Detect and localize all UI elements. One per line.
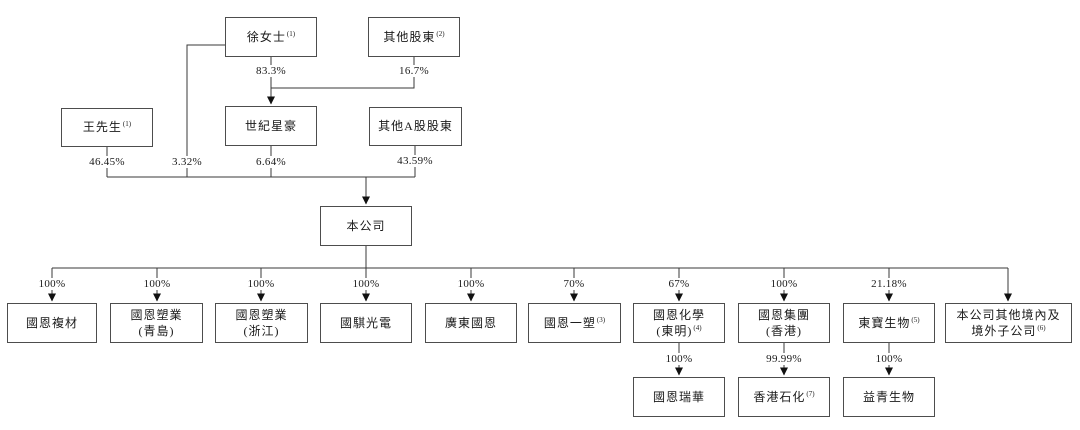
node-guangdong-guoen: 廣東國恩 — [425, 303, 517, 343]
node-hongkong-petrochemical: 香港石化(7) — [738, 377, 830, 417]
node-guoen-chemical-dongming: 國恩化學 (東明)(4) — [633, 303, 725, 343]
footnote-marker: (2) — [436, 29, 445, 38]
footnote-marker: (1) — [286, 29, 296, 38]
node-century-star: 世紀星豪 — [225, 106, 317, 146]
pct-to-chemical: 67% — [665, 278, 693, 290]
pct-to-qingdao: 100% — [140, 278, 174, 290]
node-guoen-yisu: 國恩一塑(3) — [528, 303, 621, 343]
footnote-marker: (4) — [693, 324, 702, 332]
pct-xu-to-century: 83.3% — [253, 65, 289, 77]
node-other-shareholders: 其他股東(2) — [368, 17, 460, 57]
pct-others-to-century: 16.7% — [396, 65, 432, 77]
node-guoen-ruihua: 國恩瑞華 — [633, 377, 725, 417]
node-mr-wang: 王先生(1) — [61, 108, 153, 147]
pct-to-ruihua: 100% — [662, 353, 696, 365]
node-dongbao-bio: 東寶生物(5) — [843, 303, 935, 343]
footnote-marker: (3) — [596, 315, 606, 324]
pct-xu-to-company: 3.32% — [169, 156, 205, 168]
pct-other-a-to-company: 43.59% — [394, 155, 436, 167]
pct-to-zhejiang: 100% — [244, 278, 278, 290]
footnote-marker: (7) — [806, 389, 815, 398]
footnote-marker: (5) — [911, 315, 920, 324]
pct-to-dongbao: 21.18% — [868, 278, 910, 290]
node-yiqing-bio: 益青生物 — [843, 377, 935, 417]
pct-century-to-company: 6.64% — [253, 156, 289, 168]
node-guoqi-optoelectronics: 國騏光電 — [320, 303, 412, 343]
pct-to-composite: 100% — [35, 278, 69, 290]
node-guoen-composite: 國恩複材 — [7, 303, 97, 343]
node-guoen-plastics-zhejiang: 國恩塑業 (浙江) — [215, 303, 308, 343]
pct-to-yisu: 70% — [560, 278, 588, 290]
pct-to-guoqi: 100% — [349, 278, 383, 290]
node-other-subsidiaries: 本公司其他境內及 境外子公司(6) — [945, 303, 1072, 343]
pct-wang-to-company: 46.45% — [86, 156, 128, 168]
node-guoen-plastics-qingdao: 國恩塑業 (青島) — [110, 303, 203, 343]
pct-to-group-hk: 100% — [767, 278, 801, 290]
footnote-marker: (1) — [122, 120, 132, 129]
footnote-marker: (6) — [1037, 324, 1046, 332]
node-company: 本公司 — [320, 206, 412, 246]
node-guoen-group-hk: 國恩集團 (香港) — [738, 303, 830, 343]
node-ms-xu: 徐女士(1) — [225, 17, 317, 57]
pct-to-hk-petro: 99.99% — [763, 353, 805, 365]
pct-to-guangdong: 100% — [454, 278, 488, 290]
pct-to-yiqing: 100% — [872, 353, 906, 365]
node-other-a-shareholders: 其他A股股東 — [369, 107, 462, 146]
